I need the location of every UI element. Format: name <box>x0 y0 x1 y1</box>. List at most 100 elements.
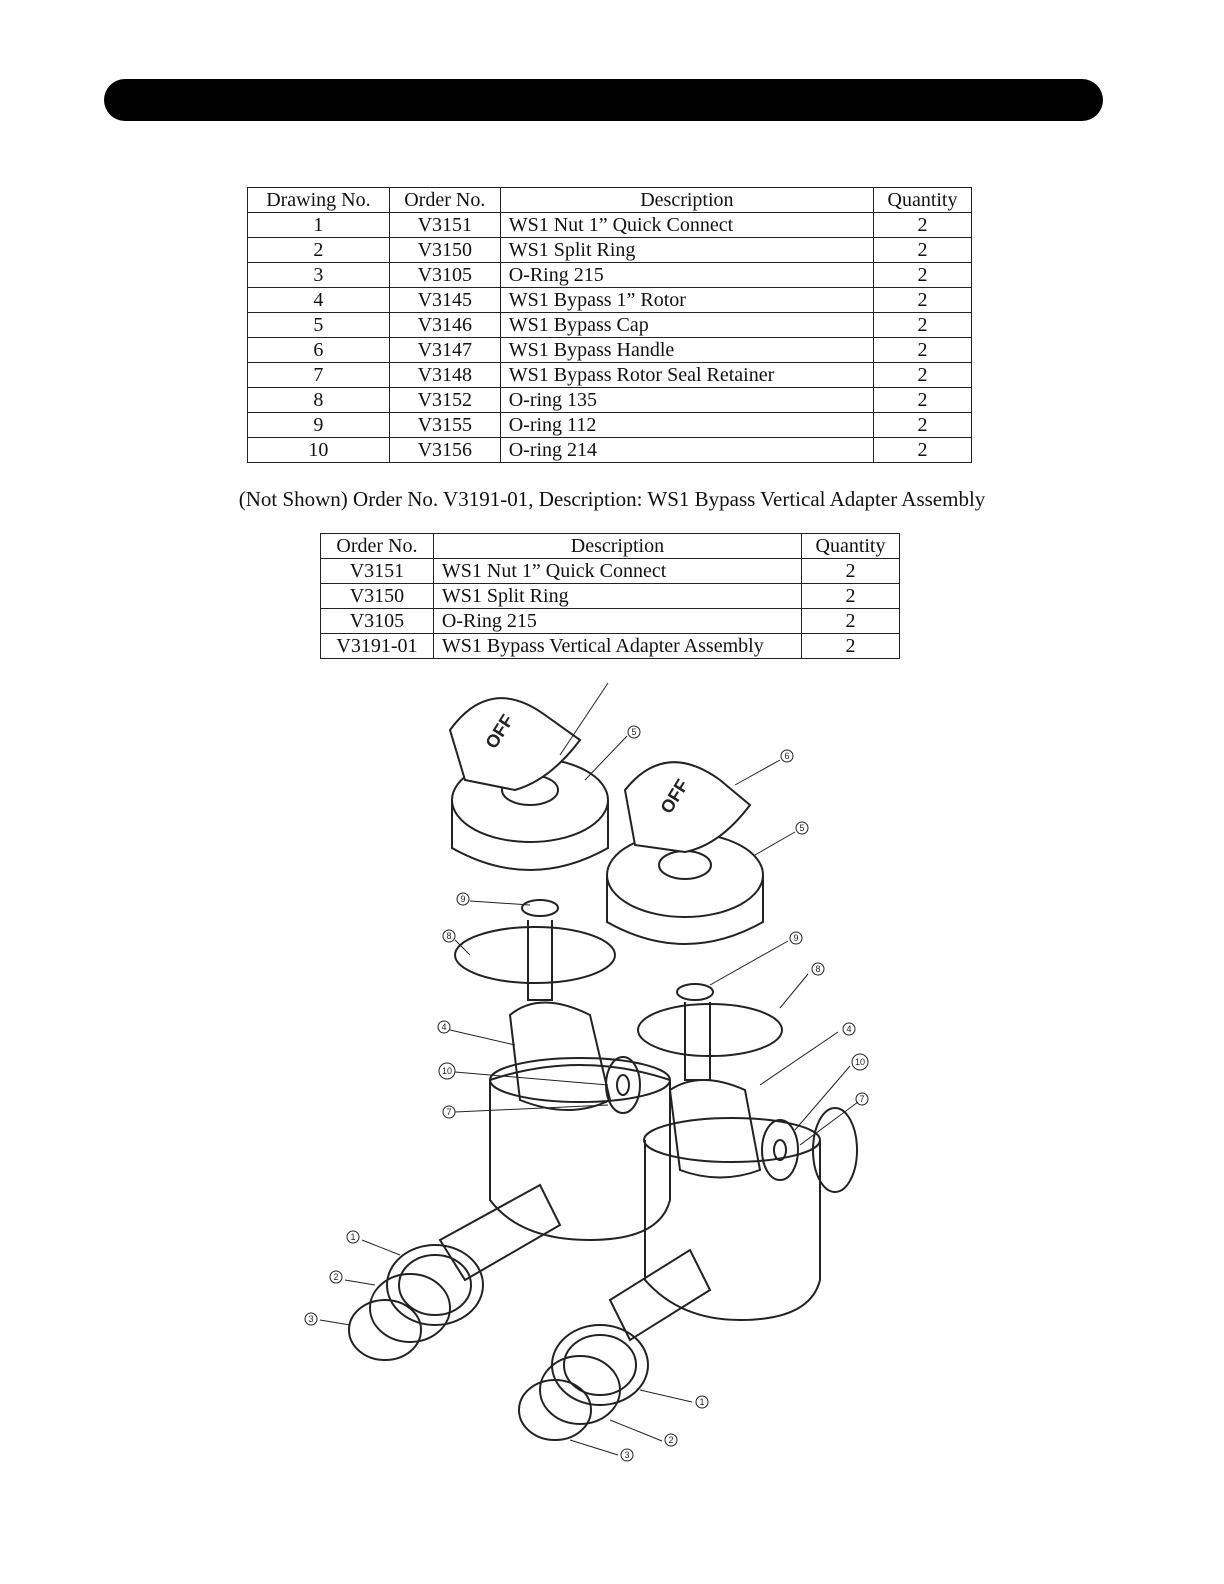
callout-5-right: 5 <box>795 821 809 835</box>
order-no: V3105 <box>320 608 434 634</box>
description: WS1 Bypass Cap <box>499 312 875 338</box>
svg-text:9: 9 <box>793 933 798 943</box>
description: O-Ring 215 <box>499 262 875 288</box>
svg-text:10: 10 <box>442 1066 452 1076</box>
table-row: 3 V3105 O-Ring 215 2 <box>247 262 972 288</box>
quantity: 2 <box>873 412 972 438</box>
table-row: 9 V3155 O-ring 112 2 <box>247 412 972 438</box>
nut-left <box>386 1244 484 1326</box>
callout-9-left: 9 <box>456 892 470 906</box>
quantity: 2 <box>801 583 900 609</box>
header-description: Description <box>432 533 803 559</box>
svg-text:1: 1 <box>699 1397 704 1407</box>
description: WS1 Split Ring <box>432 583 803 609</box>
order-no: V3150 <box>320 583 434 609</box>
header-drawing-no: Drawing No. <box>247 187 390 213</box>
svg-text:10: 10 <box>855 1057 865 1067</box>
quantity: 2 <box>873 362 972 388</box>
callout-2-right: 2 <box>664 1433 678 1447</box>
svg-text:5: 5 <box>631 727 636 737</box>
quantity: 2 <box>801 558 900 584</box>
order-no: V3150 <box>388 237 501 263</box>
oring-3-left <box>348 1299 422 1361</box>
quantity: 2 <box>873 287 972 313</box>
callout-8-right: 8 <box>811 962 825 976</box>
drawing-no: 8 <box>247 387 390 413</box>
callout-2-left: 2 <box>329 1270 343 1284</box>
svg-text:9: 9 <box>460 894 465 904</box>
drawing-no: 2 <box>247 237 390 263</box>
quantity: 2 <box>873 312 972 338</box>
table-row: 1 V3151 WS1 Nut 1” Quick Connect 2 <box>247 212 972 238</box>
seal-retainer-left <box>605 1056 641 1114</box>
drawing-no: 10 <box>247 437 390 463</box>
description: O-ring 112 <box>499 412 875 438</box>
order-no: V3152 <box>388 387 501 413</box>
drawing-no: 3 <box>247 262 390 288</box>
drawing-no: 9 <box>247 412 390 438</box>
table-row: V3191-01 WS1 Bypass Vertical Adapter Ass… <box>320 633 900 659</box>
callout-1-left: 1 <box>346 1230 360 1244</box>
quantity: 2 <box>873 437 972 463</box>
drawing-no: 1 <box>247 212 390 238</box>
oring-9-right <box>676 983 714 1001</box>
leader-lines <box>319 682 859 1456</box>
header-order-no: Order No. <box>320 533 434 559</box>
port-thread-right-side <box>812 1107 858 1193</box>
header-bar <box>104 79 1103 121</box>
svg-text:4: 4 <box>441 1022 446 1032</box>
table-row: 6 V3147 WS1 Bypass Handle 2 <box>247 337 972 363</box>
svg-text:2: 2 <box>668 1435 673 1445</box>
bypass-valve-exploded-diagram: OFF OFF <box>304 682 869 1462</box>
drawing-no: 4 <box>247 287 390 313</box>
table-row: V3105 O-Ring 215 2 <box>320 608 900 634</box>
table-row: 10 V3156 O-ring 214 2 <box>247 437 972 463</box>
description: WS1 Bypass Handle <box>499 337 875 363</box>
parts-table-header: Drawing No. Order No. Description Quanti… <box>247 187 972 213</box>
order-no: V3191-01 <box>320 633 434 659</box>
rotor-right <box>668 1002 762 1179</box>
valve-body-right <box>643 1117 821 1322</box>
description: O-Ring 215 <box>432 608 803 634</box>
description: O-ring 214 <box>499 437 875 463</box>
nut-right <box>551 1324 649 1406</box>
table-row: 4 V3145 WS1 Bypass 1” Rotor 2 <box>247 287 972 313</box>
description: WS1 Bypass 1” Rotor <box>499 287 875 313</box>
order-no: V3155 <box>388 412 501 438</box>
svg-text:1: 1 <box>350 1232 355 1242</box>
svg-text:4: 4 <box>846 1024 851 1034</box>
callout-8-left: 8 <box>442 929 456 943</box>
drawing-no: 6 <box>247 337 390 363</box>
svg-text:5: 5 <box>799 823 804 833</box>
description: WS1 Nut 1” Quick Connect <box>499 212 875 238</box>
quantity: 2 <box>873 387 972 413</box>
order-no: V3151 <box>388 212 501 238</box>
svg-text:8: 8 <box>815 964 820 974</box>
quantity: 2 <box>873 237 972 263</box>
description: WS1 Split Ring <box>499 237 875 263</box>
rotor-left <box>508 920 612 1111</box>
callout-4-right: 4 <box>842 1022 856 1036</box>
parts-table: Drawing No. Order No. Description Quanti… <box>247 187 972 463</box>
callout-7-left: 7 <box>442 1105 456 1119</box>
valve-body-left <box>489 1057 671 1242</box>
quantity: 2 <box>873 262 972 288</box>
header-quantity: Quantity <box>801 533 900 559</box>
order-no: V3148 <box>388 362 501 388</box>
callout-7-right: 7 <box>855 1092 869 1106</box>
svg-text:8: 8 <box>446 931 451 941</box>
body-port-right <box>608 1248 712 1342</box>
svg-text:7: 7 <box>446 1107 451 1117</box>
table-row: 7 V3148 WS1 Bypass Rotor Seal Retainer 2 <box>247 362 972 388</box>
not-shown-note: (Not Shown) Order No. V3191-01, Descript… <box>238 487 986 511</box>
svg-text:7: 7 <box>859 1094 864 1104</box>
oring-8-left <box>454 926 616 984</box>
split-ring-right <box>539 1355 621 1425</box>
table-row: V3150 WS1 Split Ring 2 <box>320 583 900 609</box>
svg-text:3: 3 <box>308 1314 313 1324</box>
callout-1-right: 1 <box>695 1395 709 1409</box>
svg-text:3: 3 <box>624 1450 629 1460</box>
order-no: V3145 <box>388 287 501 313</box>
order-no: V3147 <box>388 337 501 363</box>
callout-5-top: 5 <box>627 725 641 739</box>
